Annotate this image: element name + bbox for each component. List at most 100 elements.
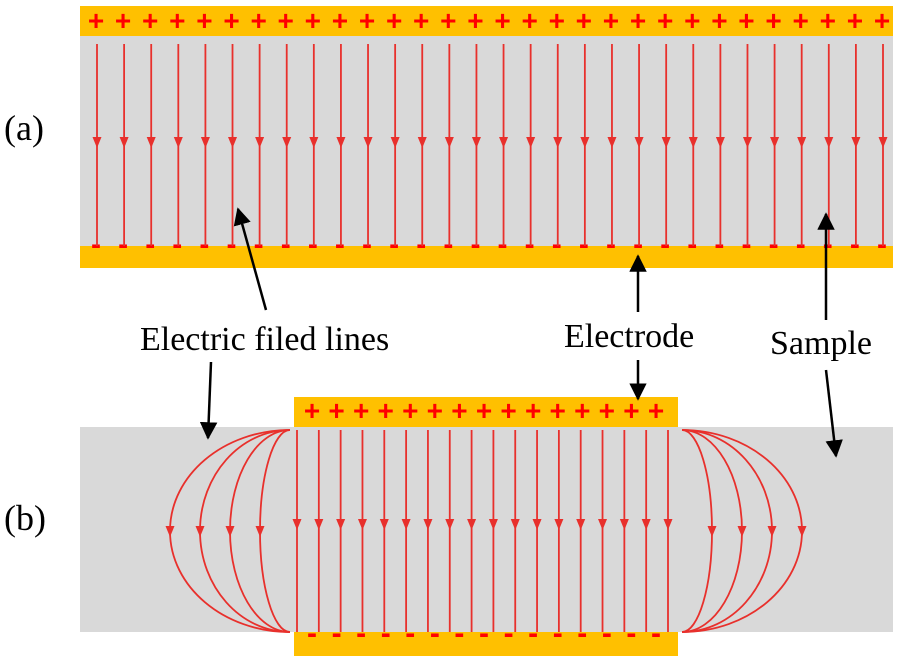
negative-charge: - — [553, 617, 563, 650]
field-line-arrowhead — [292, 519, 302, 530]
field-line-arrowhead — [282, 137, 292, 148]
negative-charge: - — [714, 228, 724, 261]
negative-charge: - — [660, 228, 670, 261]
fringe-arrowhead — [767, 526, 777, 537]
field-line-arrowhead — [742, 137, 752, 148]
positive-charge: + — [305, 5, 321, 36]
negative-charge: - — [454, 617, 464, 650]
positive-charge: + — [142, 5, 158, 36]
negative-charge: - — [528, 617, 538, 650]
positive-charge: + — [250, 5, 266, 36]
negative-charge: - — [741, 228, 751, 261]
field-line-arrowhead — [576, 519, 586, 530]
negative-charge: - — [606, 228, 616, 261]
negative-charge: - — [823, 228, 833, 261]
negative-charge: - — [579, 228, 589, 261]
field-line-arrowhead — [851, 137, 861, 148]
negative-charge: - — [254, 228, 264, 261]
negative-charge: - — [602, 617, 612, 650]
negative-charge: - — [626, 617, 636, 650]
field-line-arrowhead — [607, 137, 617, 148]
positive-charges-b: +++++++++++++++ — [304, 395, 664, 426]
negative-charge: - — [479, 617, 489, 650]
panel-a: ++++++++++++++++++++++++++++++ ---------… — [4, 5, 893, 268]
positive-charge: + — [115, 5, 131, 36]
positive-charge: + — [684, 5, 700, 36]
positive-charge: + — [549, 5, 565, 36]
positive-charge: + — [328, 395, 344, 426]
field-line-arrowhead — [309, 137, 319, 148]
field-line-arrowhead — [445, 519, 455, 530]
positive-charge: + — [332, 5, 348, 36]
negative-charge: - — [577, 617, 587, 650]
positive-charge: + — [451, 395, 467, 426]
field-line-arrowhead — [824, 137, 834, 148]
field-line-arrowhead — [314, 519, 324, 530]
field-line-arrowhead — [401, 519, 411, 530]
field-line-arrowhead — [641, 519, 651, 530]
field-line-arrowhead — [526, 137, 536, 148]
negative-charge: - — [796, 228, 806, 261]
negative-charge: - — [227, 228, 237, 261]
positive-charge: + — [494, 5, 510, 36]
negative-charge: - — [850, 228, 860, 261]
negative-charge: - — [405, 617, 415, 650]
field-line-arrowhead — [357, 519, 367, 530]
field-line-arrowhead — [363, 137, 373, 148]
positive-charges-a: ++++++++++++++++++++++++++++++ — [88, 5, 890, 36]
field-line-arrowhead — [417, 137, 427, 148]
positive-charge: + — [874, 5, 890, 36]
field-line-arrowhead — [510, 519, 520, 530]
field-line-arrowhead — [554, 519, 564, 530]
positive-charge: + — [648, 395, 664, 426]
positive-charge: + — [521, 5, 537, 36]
positive-charge: + — [657, 5, 673, 36]
field-line-arrowhead — [532, 519, 542, 530]
positive-charge: + — [738, 5, 754, 36]
field-line-arrowhead — [499, 137, 509, 148]
field-line-arrowhead — [488, 519, 498, 530]
negative-charge: - — [416, 228, 426, 261]
field-line-arrowhead — [715, 137, 725, 148]
positive-charge: + — [574, 395, 590, 426]
positive-charge: + — [386, 5, 402, 36]
fringe-lines-left — [165, 429, 291, 633]
positive-charge: + — [500, 395, 516, 426]
fringe-arrowhead — [797, 526, 807, 537]
negative-charge: - — [172, 228, 182, 261]
field-line-arrowhead — [878, 137, 888, 148]
negative-charge: - — [145, 228, 155, 261]
field-line-arrowhead — [580, 137, 590, 148]
positive-charge: + — [793, 5, 809, 36]
field-line-arrowhead — [471, 137, 481, 148]
negative-charge: - — [552, 228, 562, 261]
negative-charge: - — [877, 228, 887, 261]
positive-charge: + — [603, 5, 619, 36]
field-line-arrowhead — [619, 519, 629, 530]
field-lines-arrow-up — [233, 207, 268, 311]
field-lines-label: Electric filed lines — [140, 321, 389, 358]
negative-charge: - — [389, 228, 399, 261]
fringe-arrowhead — [195, 526, 205, 537]
negative-charge: - — [281, 228, 291, 261]
electrode-bottom-b — [294, 632, 678, 656]
positive-charge: + — [623, 395, 639, 426]
negative-charge: - — [308, 228, 318, 261]
field-line-arrowhead — [336, 519, 346, 530]
positive-charge: + — [711, 5, 727, 36]
field-line-arrowhead — [379, 519, 389, 530]
positive-charge: + — [820, 5, 836, 36]
field-line-arrowhead — [255, 137, 265, 148]
negative-charges-a: ------------------------------ — [91, 228, 887, 261]
fringe-arrowhead — [225, 526, 235, 537]
negative-charge: - — [381, 617, 391, 650]
panel-label-b: (b) — [4, 498, 46, 538]
negative-charge: - — [687, 228, 697, 261]
positive-charge: + — [427, 395, 443, 426]
negative-charge: - — [356, 617, 366, 650]
positive-charge: + — [550, 395, 566, 426]
negative-charge: - — [470, 228, 480, 261]
field-line-arrowhead — [423, 519, 433, 530]
field-lines-b — [292, 430, 673, 632]
